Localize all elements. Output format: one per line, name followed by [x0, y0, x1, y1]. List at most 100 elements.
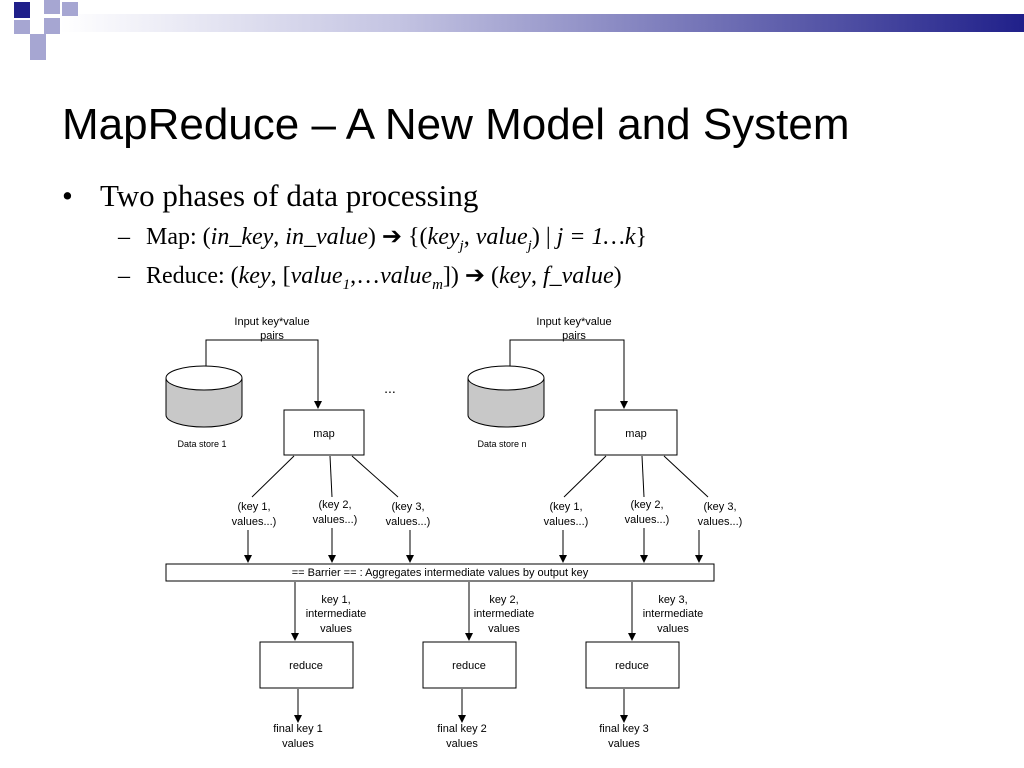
deco-square	[30, 34, 46, 48]
final-label: final key 1	[273, 723, 323, 735]
reduce-box	[259, 641, 354, 689]
pair-label: values...)	[625, 514, 670, 526]
input-label-line1: Input key*value	[234, 316, 309, 328]
map-prefix: Map: (	[146, 224, 211, 250]
pipe: ) |	[531, 224, 557, 250]
pair-label: (key 3,	[391, 501, 424, 513]
data-store-label: Data store 1	[177, 439, 226, 449]
deco-square	[14, 20, 30, 34]
barrier-label: == Barrier == : Aggregates intermediate …	[292, 567, 589, 579]
deco-square	[44, 0, 60, 14]
bullet-text: Two phases of data processing	[100, 178, 479, 213]
map-edge	[251, 455, 295, 498]
close-paren: )	[613, 263, 622, 289]
final-label: final key 2	[437, 723, 487, 735]
map-edge	[663, 455, 709, 498]
open-set: {(	[402, 224, 428, 250]
pair-label: (key 1,	[549, 501, 582, 513]
key-term: key	[238, 263, 271, 289]
input-label-line2: pairs	[562, 330, 586, 342]
close-bracket: ])	[442, 263, 465, 289]
subscript-m: m	[432, 276, 443, 293]
input-connector	[509, 339, 628, 409]
pair-label: values...)	[386, 516, 431, 528]
input-label-line2: pairs	[260, 330, 284, 342]
reduce-box	[585, 641, 680, 689]
close-set: }	[635, 224, 648, 250]
pair-label: values...)	[232, 516, 277, 528]
in-key-term: in_key	[210, 224, 274, 250]
deco-square	[44, 18, 60, 34]
reduce-label: reduce	[615, 660, 649, 672]
value-term: value	[380, 263, 433, 289]
reduce-box	[422, 641, 517, 689]
reduce-column-3: key 3, intermediate values reduce final …	[585, 582, 704, 750]
intermediate-label: key 2,	[489, 594, 518, 606]
database-icon	[467, 365, 545, 428]
map-edge	[641, 455, 645, 498]
bullet-marker: •	[62, 178, 73, 213]
pair-label: values...)	[544, 516, 589, 528]
subscript-j: j	[527, 237, 532, 254]
gradient-bar	[60, 14, 1024, 32]
intermediate-label: key 1,	[321, 594, 350, 606]
pair-label: (key 1,	[237, 501, 270, 513]
reduce-label: reduce	[289, 660, 323, 672]
map-label: map	[625, 428, 646, 440]
bullet-two-phases: • Two phases of data processing	[62, 178, 478, 214]
subscript-j: j	[459, 237, 464, 254]
open-paren: (	[485, 263, 499, 289]
map-edge	[351, 455, 399, 498]
dash-marker: –	[118, 224, 130, 250]
decorative-header-band	[14, 0, 1024, 60]
comma: ,	[530, 263, 543, 289]
final-label: final key 3	[599, 723, 649, 735]
dash-marker: –	[118, 263, 130, 289]
slide-title: MapReduce – A New Model and System	[62, 100, 850, 149]
key-term: key	[499, 263, 531, 289]
reduce-formula: –Reduce: (key, [value1,…valuem]) ➔ (key,…	[118, 261, 622, 294]
comma: ,	[463, 224, 476, 250]
f-value-term: f_value	[542, 263, 614, 289]
final-label: values	[446, 738, 478, 750]
arrow-icon: ➔	[381, 224, 403, 250]
reduce-label: reduce	[452, 660, 486, 672]
input-group-right: Input key*value pairs Data store n map (…	[467, 316, 743, 563]
pair-label: (key 2,	[630, 499, 663, 511]
ellipsis: ,…	[350, 263, 381, 289]
database-icon	[165, 365, 243, 428]
intermediate-label: key 3,	[658, 594, 687, 606]
map-edge	[329, 455, 333, 498]
deco-square	[30, 46, 46, 60]
value-term: value	[475, 224, 528, 250]
final-label: values	[282, 738, 314, 750]
arrow-icon: ➔	[464, 263, 485, 289]
value-term: value	[290, 263, 343, 289]
input-label-line1: Input key*value	[536, 316, 611, 328]
map-formula: –Map: (in_key, in_value) ➔ {(keyj, value…	[118, 222, 647, 255]
final-label: values	[608, 738, 640, 750]
ellipsis-label: ...	[384, 380, 396, 396]
barrier-box	[165, 563, 715, 582]
comma: , [	[270, 263, 291, 289]
data-store-label: Data store n	[477, 439, 526, 449]
deco-square	[14, 2, 30, 18]
input-group-left: Input key*value pairs Data store 1 map (…	[165, 316, 431, 563]
close-paren: )	[367, 224, 382, 250]
map-box	[283, 409, 365, 456]
reduce-column-2: key 2, intermediate values reduce final …	[422, 582, 535, 750]
comma: ,	[273, 224, 286, 250]
intermediate-label: values	[488, 623, 520, 635]
map-label: map	[313, 428, 334, 440]
intermediate-label: intermediate	[306, 608, 367, 620]
pair-label: (key 2,	[318, 499, 351, 511]
intermediate-label: intermediate	[474, 608, 535, 620]
map-box	[594, 409, 678, 456]
intermediate-label: values	[657, 623, 689, 635]
j-range: j = 1…k	[556, 224, 636, 250]
reduce-column-1: key 1, intermediate values reduce final …	[259, 582, 367, 750]
intermediate-label: intermediate	[643, 608, 704, 620]
map-edge	[563, 455, 607, 498]
pair-label: values...)	[698, 516, 743, 528]
